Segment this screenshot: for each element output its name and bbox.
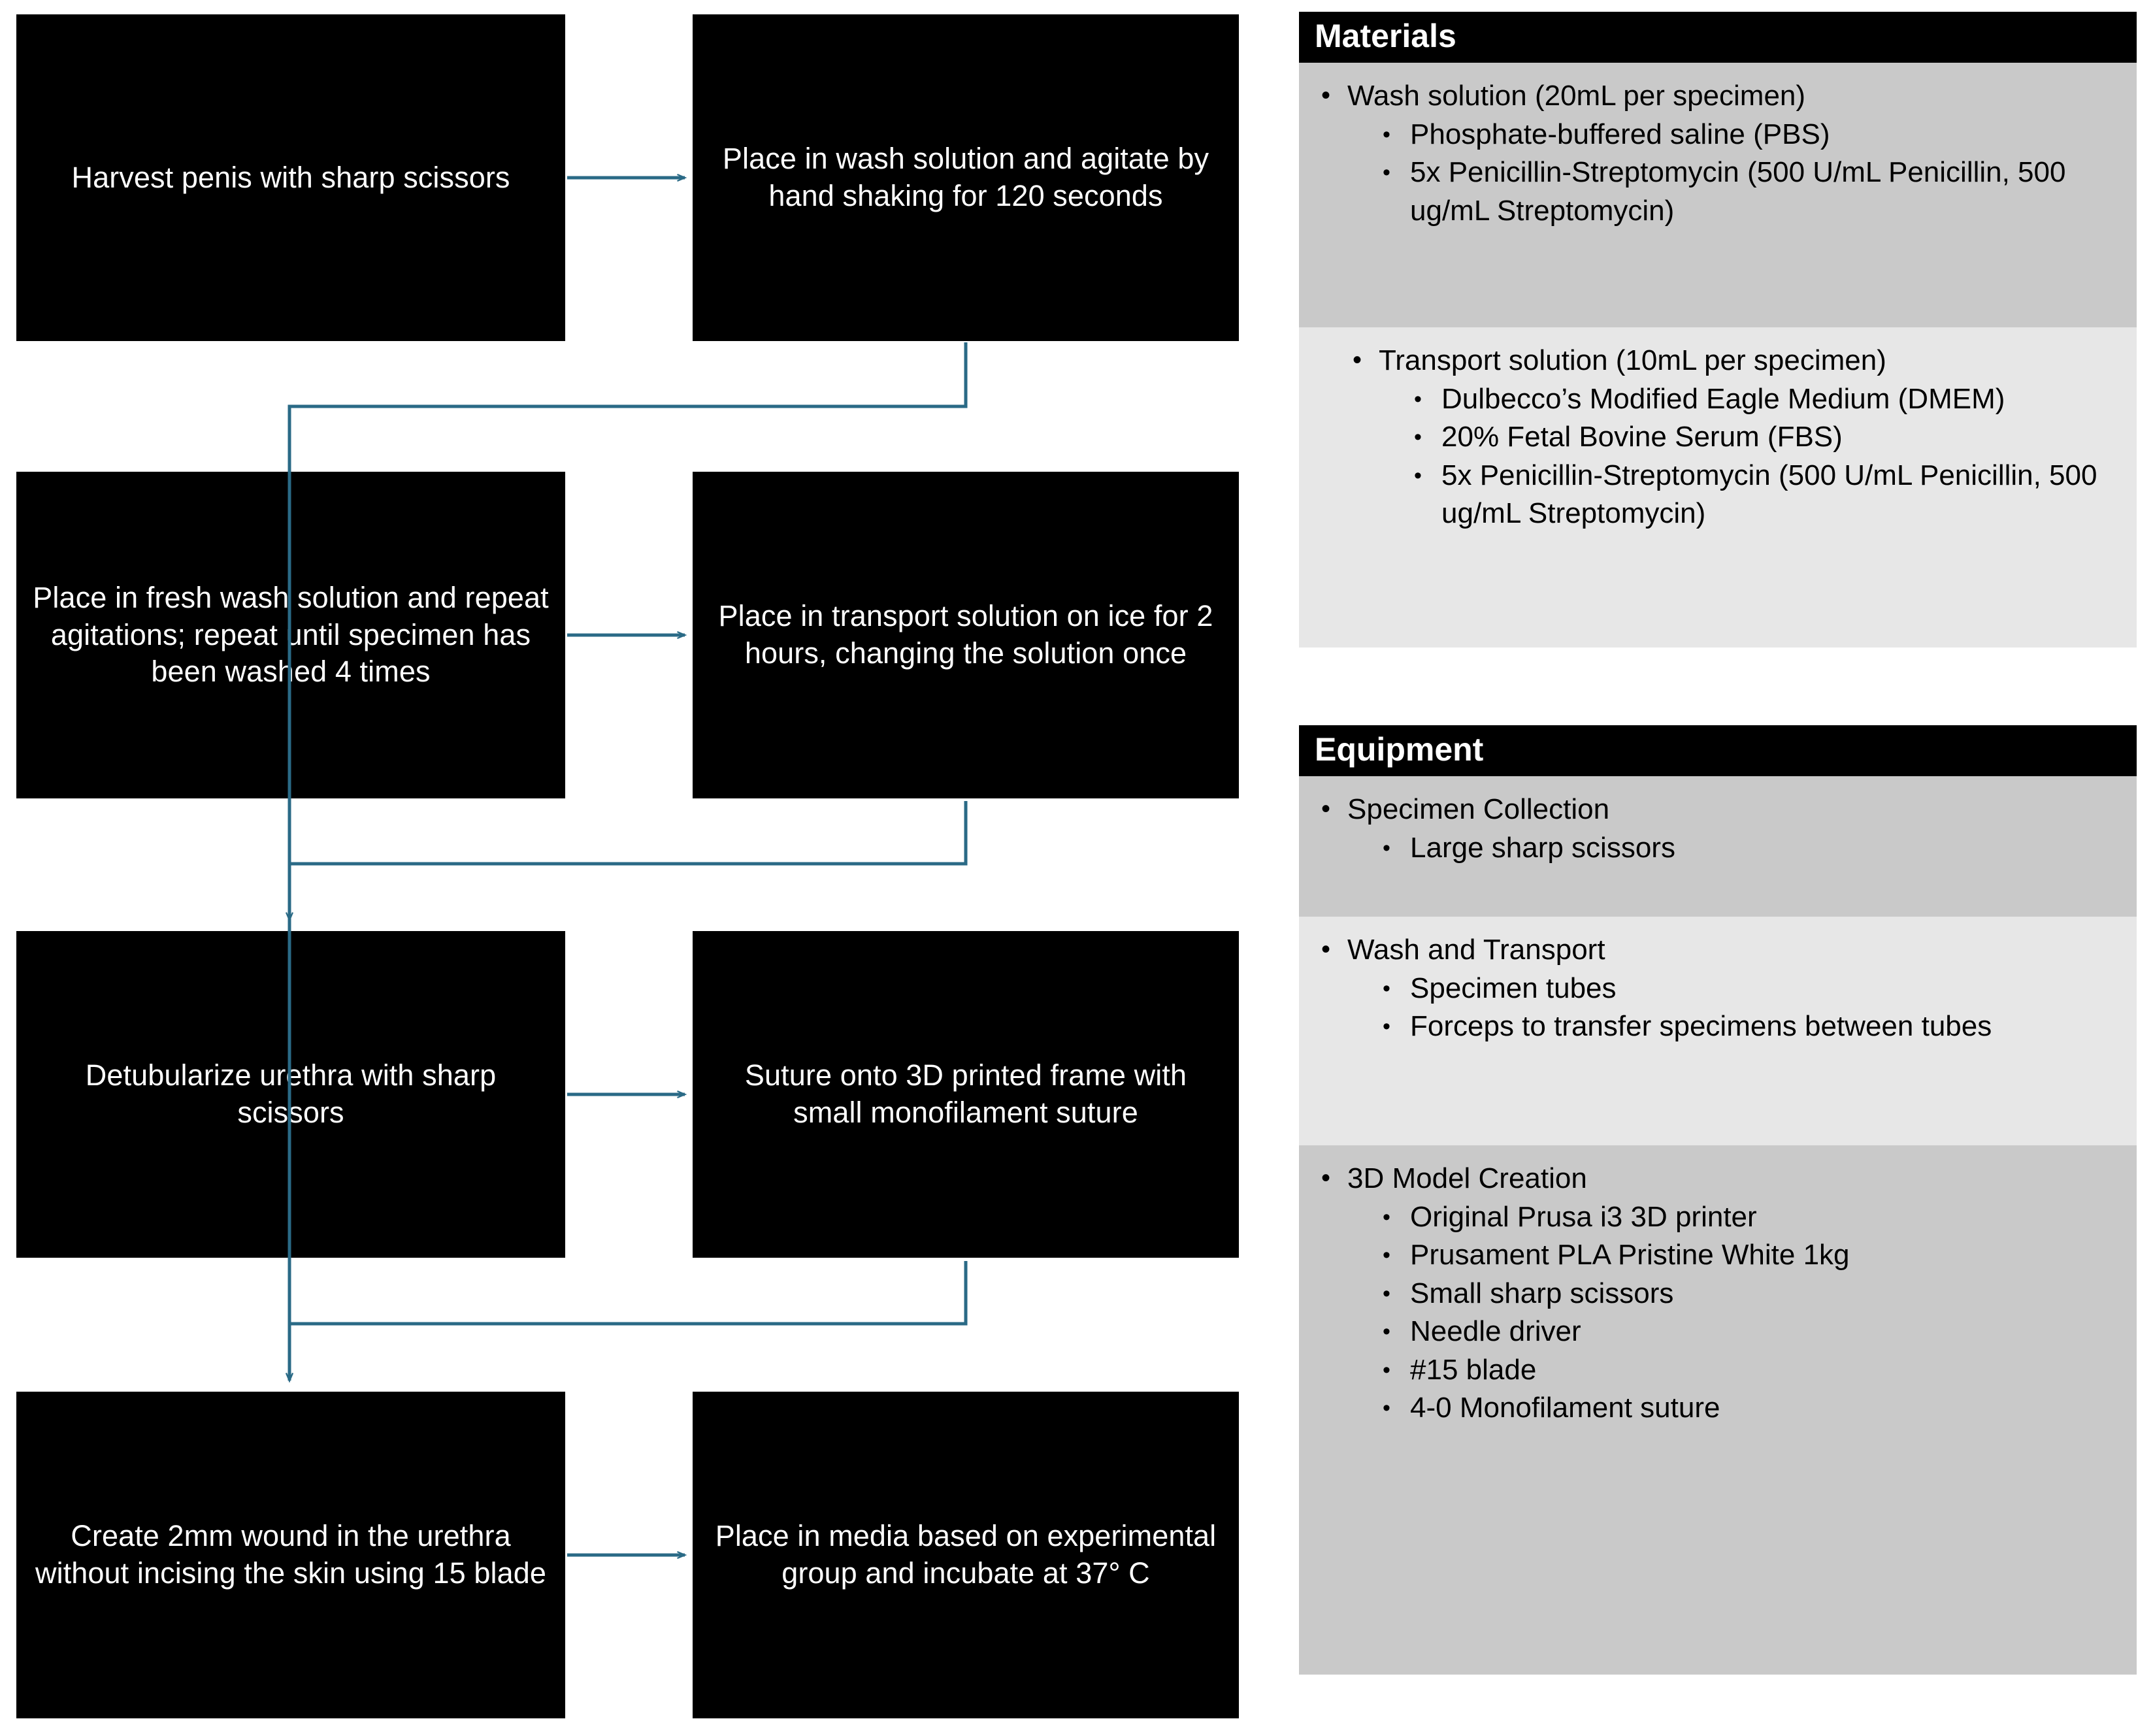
flow-step-7: Create 2mm wound in the urethra without … [16,1392,565,1718]
list-item: Wash solution (20mL per specimen) Phosph… [1321,77,2120,231]
equipment-wash-list: Wash and Transport Specimen tubes Forcep… [1316,931,2120,1046]
equipment-collection-heading: Specimen Collection [1347,793,1610,825]
list-item: Dulbecco’s Modified Eagle Medium (DMEM) [1414,380,2120,419]
list-item: Needle driver [1383,1313,2120,1351]
list-item: Phosphate-buffered saline (PBS) [1383,116,2120,154]
list-item: 4-0 Monofilament suture [1383,1389,2120,1428]
list-item: 20% Fetal Bovine Serum (FBS) [1414,418,2120,457]
list-item: Prusament PLA Pristine White 1kg [1383,1236,2120,1275]
materials-transport-heading: Transport solution (10mL per specimen) [1379,344,1886,376]
equipment-wash-sublist: Specimen tubes Forceps to transfer speci… [1347,970,2120,1046]
flow-step-3: Place in fresh wash solution and repeat … [16,472,565,798]
list-item: Forceps to transfer specimens between tu… [1383,1007,2120,1046]
equipment-collection-sublist: Large sharp scissors [1347,829,2120,868]
protocol-flowchart: Harvest penis with sharp scissors Place … [16,14,1239,1718]
list-item: Small sharp scissors [1383,1275,2120,1313]
equipment-3d-heading: 3D Model Creation [1347,1162,1587,1194]
list-item: 3D Model Creation Original Prusa i3 3D p… [1321,1160,2120,1428]
equipment-panel-header: Equipment [1299,725,2137,776]
flow-step-8: Place in media based on experimental gro… [693,1392,1239,1718]
equipment-3d-list: 3D Model Creation Original Prusa i3 3D p… [1316,1160,2120,1428]
equipment-panel: Equipment Specimen Collection Large shar… [1299,725,2137,1675]
materials-section-wash-solution: Wash solution (20mL per specimen) Phosph… [1299,63,2137,327]
list-item: Transport solution (10mL per specimen) D… [1353,342,2120,533]
flow-step-5-label: Detubularize urethra with sharp scissors [85,1058,497,1129]
flow-step-2-label: Place in wash solution and agitate by ha… [722,142,1209,212]
materials-panel-header: Materials [1299,12,2137,63]
flow-step-4: Place in transport solution on ice for 2… [693,472,1239,798]
list-item: #15 blade [1383,1351,2120,1390]
equipment-collection-list: Specimen Collection Large sharp scissors [1316,791,2120,867]
materials-wash-list: Wash solution (20mL per specimen) Phosph… [1316,77,2120,230]
flow-step-1: Harvest penis with sharp scissors [16,14,565,341]
list-item: Original Prusa i3 3D printer [1383,1198,2120,1237]
equipment-3d-sublist: Original Prusa i3 3D printer Prusament P… [1347,1198,2120,1428]
flow-step-4-label: Place in transport solution on ice for 2… [718,599,1213,670]
flow-step-1-label: Harvest penis with sharp scissors [71,160,510,194]
materials-transport-list: Transport solution (10mL per specimen) D… [1316,342,2120,533]
materials-wash-sublist: Phosphate-buffered saline (PBS) 5x Penic… [1347,116,2120,231]
list-item: 5x Penicillin-Streptomycin (500 U/mL Pen… [1414,457,2120,533]
equipment-section-3d-model-creation: 3D Model Creation Original Prusa i3 3D p… [1299,1145,2137,1675]
flow-step-3-label: Place in fresh wash solution and repeat … [33,580,549,689]
list-item: Specimen Collection Large sharp scissors [1321,791,2120,868]
flow-step-8-label: Place in media based on experimental gro… [715,1519,1217,1590]
equipment-section-specimen-collection: Specimen Collection Large sharp scissors [1299,776,2137,917]
connector-6-to-7 [289,1261,968,1381]
flow-step-6-label: Suture onto 3D printed frame with small … [744,1058,1187,1129]
list-item: Large sharp scissors [1383,829,2120,868]
flow-step-6: Suture onto 3D printed frame with small … [693,931,1239,1258]
materials-panel: Materials Wash solution (20mL per specim… [1299,12,2137,647]
materials-transport-sublist: Dulbecco’s Modified Eagle Medium (DMEM) … [1379,380,2120,533]
flow-step-5: Detubularize urethra with sharp scissors [16,931,565,1258]
list-item: Wash and Transport Specimen tubes Forcep… [1321,931,2120,1046]
equipment-wash-heading: Wash and Transport [1347,934,1605,966]
materials-section-transport-solution: Transport solution (10mL per specimen) D… [1299,327,2137,647]
materials-wash-heading: Wash solution (20mL per specimen) [1347,80,1806,112]
equipment-section-wash-transport: Wash and Transport Specimen tubes Forcep… [1299,917,2137,1145]
list-item: Specimen tubes [1383,970,2120,1008]
flow-step-7-label: Create 2mm wound in the urethra without … [35,1519,546,1590]
list-item: 5x Penicillin-Streptomycin (500 U/mL Pen… [1383,154,2120,230]
flow-step-2: Place in wash solution and agitate by ha… [693,14,1239,341]
